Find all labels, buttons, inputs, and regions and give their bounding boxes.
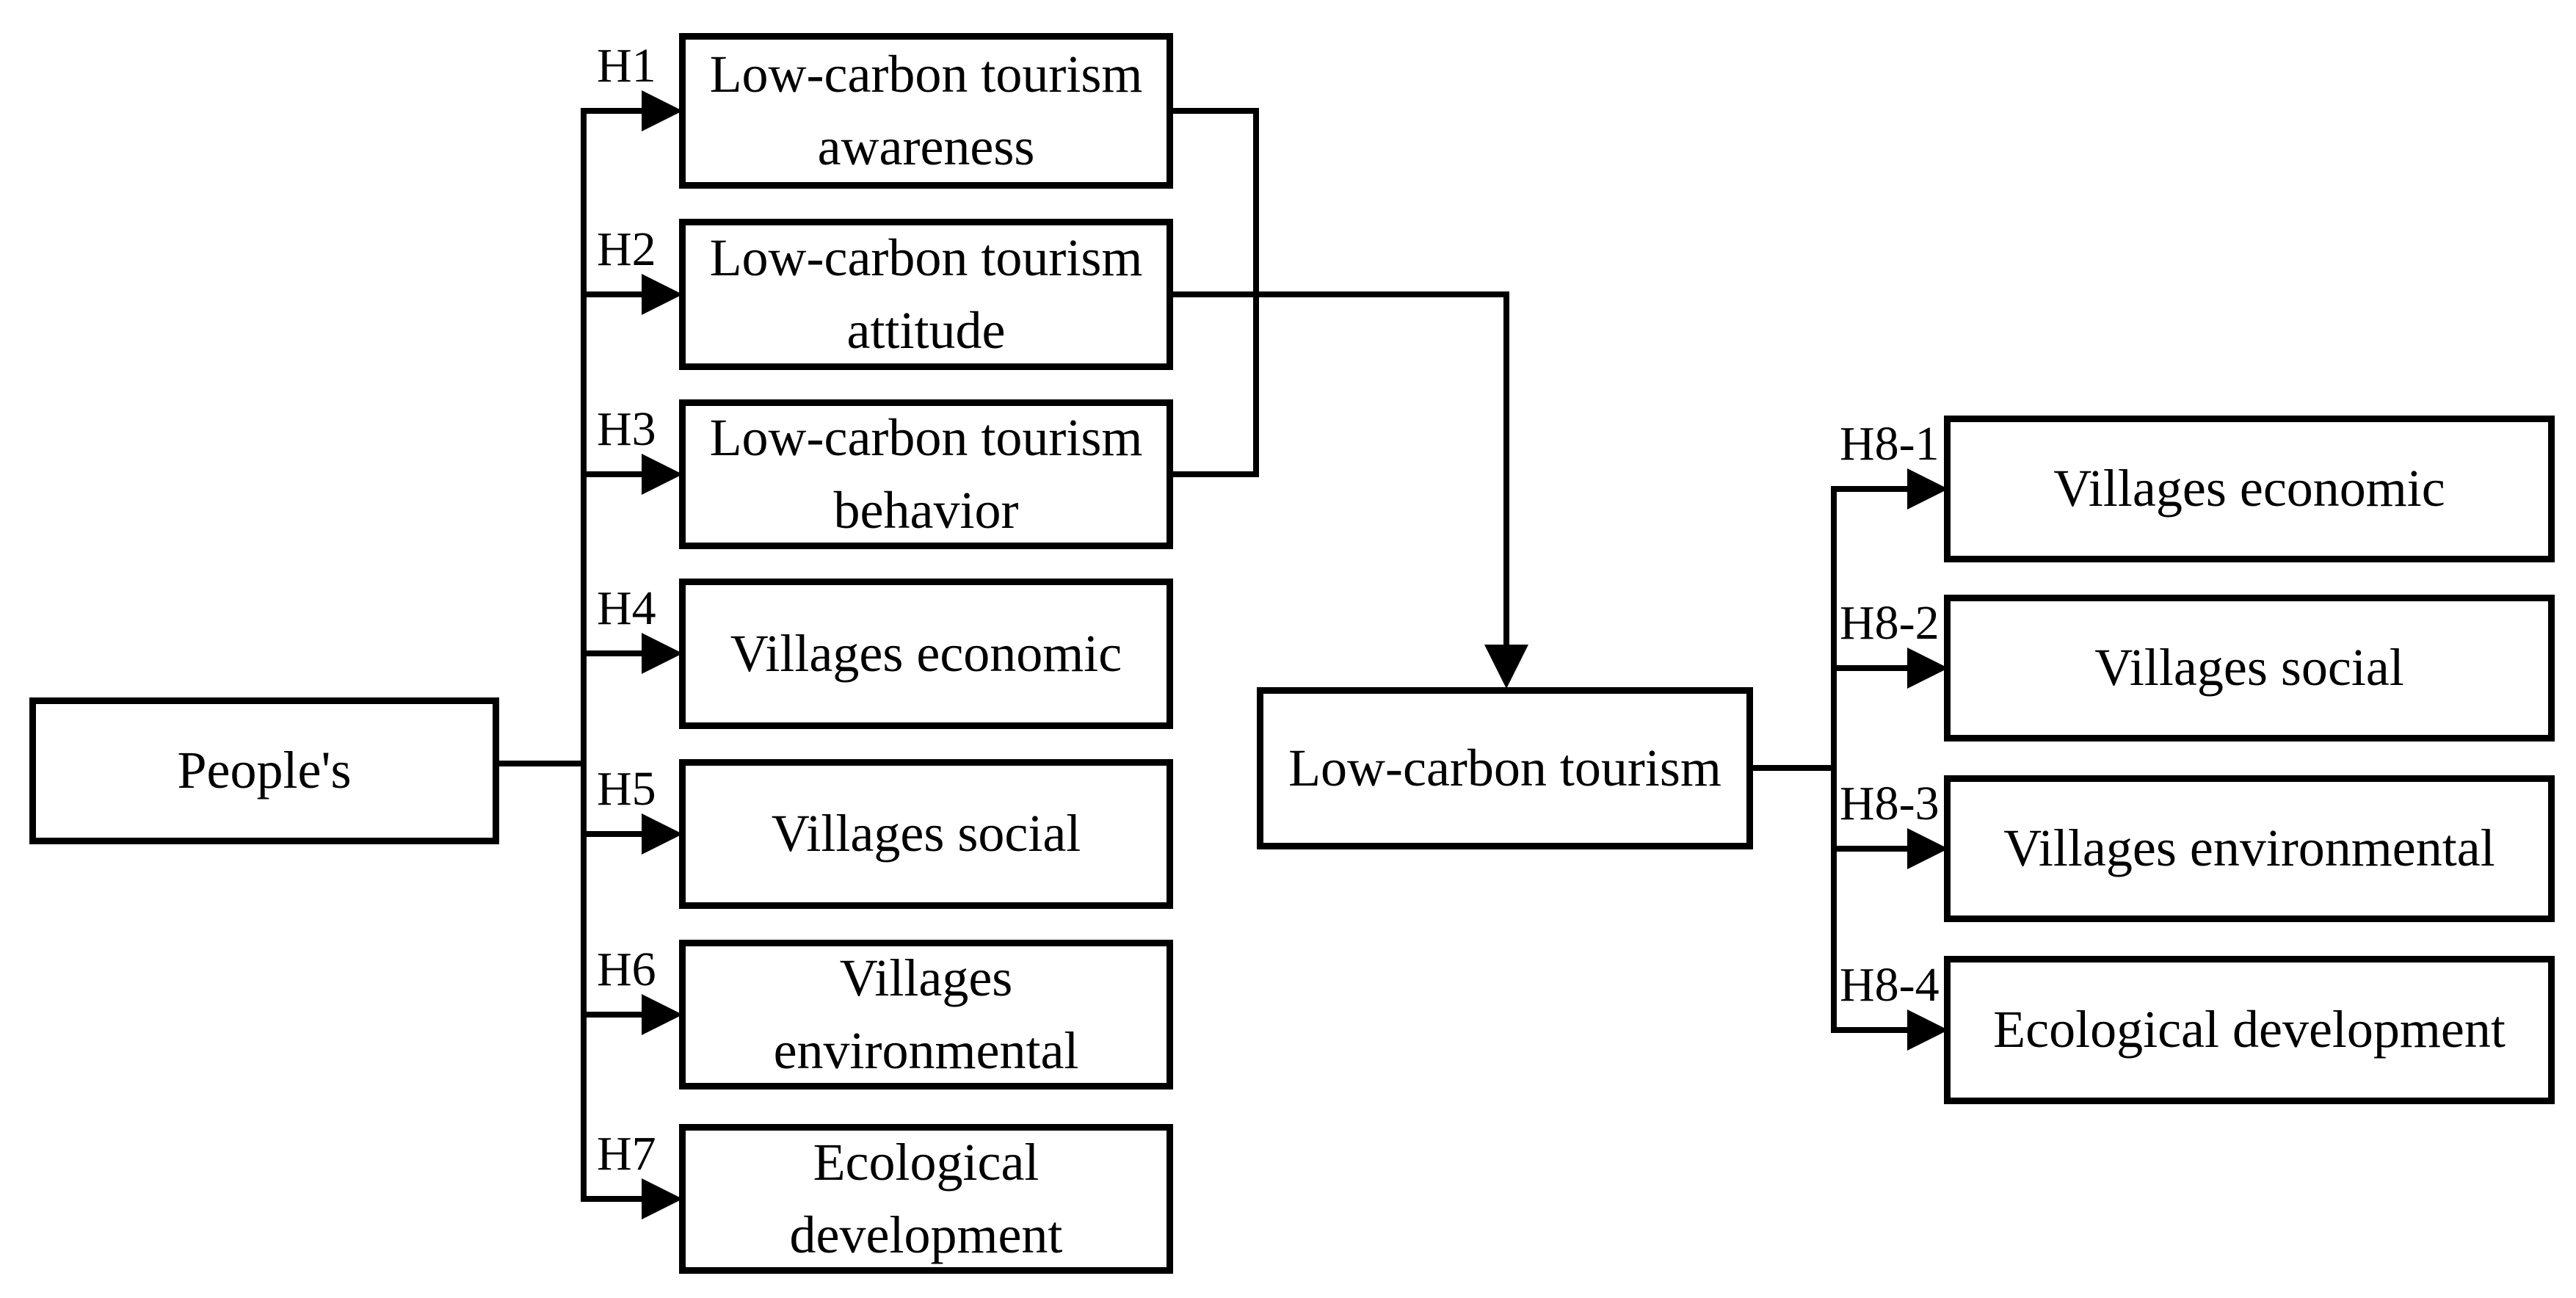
arrowhead-h5: [642, 813, 683, 855]
arrowhead-h4: [642, 633, 683, 674]
hypothesis-label-h8-2: H8-2: [1840, 596, 1940, 650]
node-villages-economic-right: Villages economic: [1944, 416, 2555, 562]
arrowhead-h8-2: [1907, 648, 1948, 689]
hypothesis-label-h5: H5: [597, 762, 656, 816]
arrowhead-h8-4: [1907, 1009, 1948, 1051]
hypothesis-label-h8-4: H8-4: [1840, 958, 1940, 1012]
hypothesis-label-h8-1: H8-1: [1840, 417, 1940, 471]
node-villages-social-right: Villages social: [1944, 595, 2555, 742]
arrowhead-hub: [1484, 645, 1528, 689]
node-low-carbon-tourism-hub: Low-carbon tourism: [1257, 687, 1753, 849]
node-ecological-development-right: Ecological development: [1944, 956, 2555, 1104]
arrowhead-h2: [642, 274, 683, 315]
node-villages-environmental-right: Villages environmental: [1944, 775, 2555, 922]
node-villages-social-left: Villages social: [679, 759, 1173, 909]
hypothesis-label-h8-3: H8-3: [1840, 777, 1940, 830]
node-low-carbon-tourism-behavior: Low-carbon tourism behavior: [679, 399, 1173, 549]
arrowhead-h3: [642, 454, 683, 495]
node-villages-economic-left: Villages economic: [679, 579, 1173, 729]
arrowhead-h6: [642, 994, 683, 1035]
hypothesis-label-h3: H3: [597, 402, 656, 456]
node-peoples: People's: [29, 697, 499, 844]
arrowhead-h1: [642, 90, 683, 131]
node-low-carbon-tourism-awareness: Low-carbon tourism awareness: [679, 33, 1173, 189]
node-villages-environmental-left: Villages environmental: [679, 940, 1173, 1089]
hypothesis-label-h6: H6: [597, 943, 656, 996]
node-ecological-development-left: Ecological development: [679, 1124, 1173, 1274]
arrowhead-h8-1: [1907, 468, 1948, 510]
arrowhead-h7: [642, 1178, 683, 1219]
hypothesis-label-h1: H1: [597, 39, 656, 93]
node-low-carbon-tourism-attitude: Low-carbon tourism attitude: [679, 219, 1173, 370]
hypothesis-label-h4: H4: [597, 581, 656, 635]
hypothesis-label-h7: H7: [597, 1127, 656, 1181]
hypothesis-label-h2: H2: [597, 222, 656, 276]
arrowhead-h8-3: [1907, 828, 1948, 869]
connector-h2-to-hub: [1173, 291, 1509, 648]
